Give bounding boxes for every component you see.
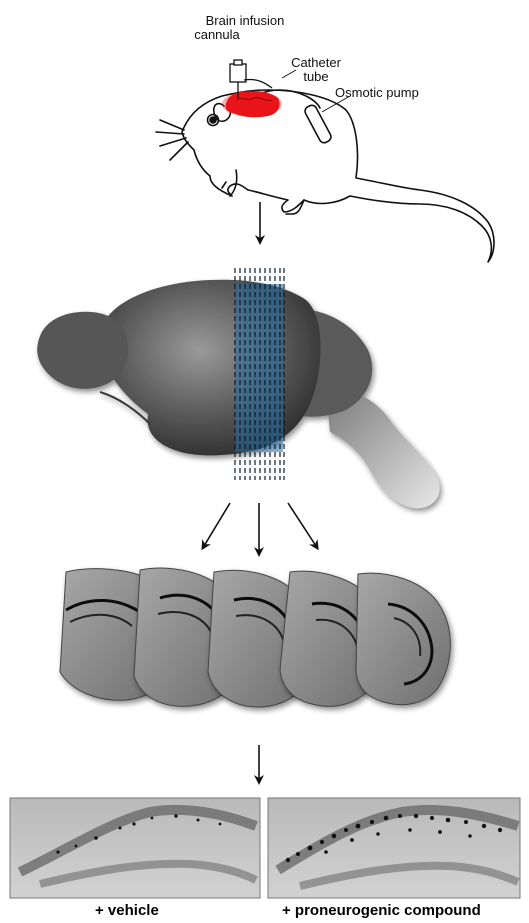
catheter-label-line1: Catheter — [286, 56, 346, 70]
proneurogenic-caption: + proneurogenic compound — [282, 902, 481, 919]
brain-infusion-label-line2: cannula — [133, 28, 301, 42]
section-slab — [235, 268, 284, 480]
proneurogenic-micrograph — [268, 798, 520, 898]
mouse-illustration-icon — [156, 90, 494, 262]
catheter-label-line2: tube — [286, 70, 346, 84]
vehicle-caption: + vehicle — [95, 902, 159, 919]
coronal-slices — [60, 568, 450, 707]
split-arrows-icon — [204, 503, 316, 552]
coronal-slice-5 — [356, 573, 450, 704]
catheter-tube-label: Catheter tube — [286, 56, 346, 84]
vehicle-micrograph — [10, 798, 260, 898]
brain-infusion-cannula-label: Brain infusion cannula — [189, 14, 301, 42]
brain-infusion-label-line1: Brain infusion — [189, 14, 301, 28]
osmotic-pump-label: Osmotic pump — [335, 86, 419, 100]
